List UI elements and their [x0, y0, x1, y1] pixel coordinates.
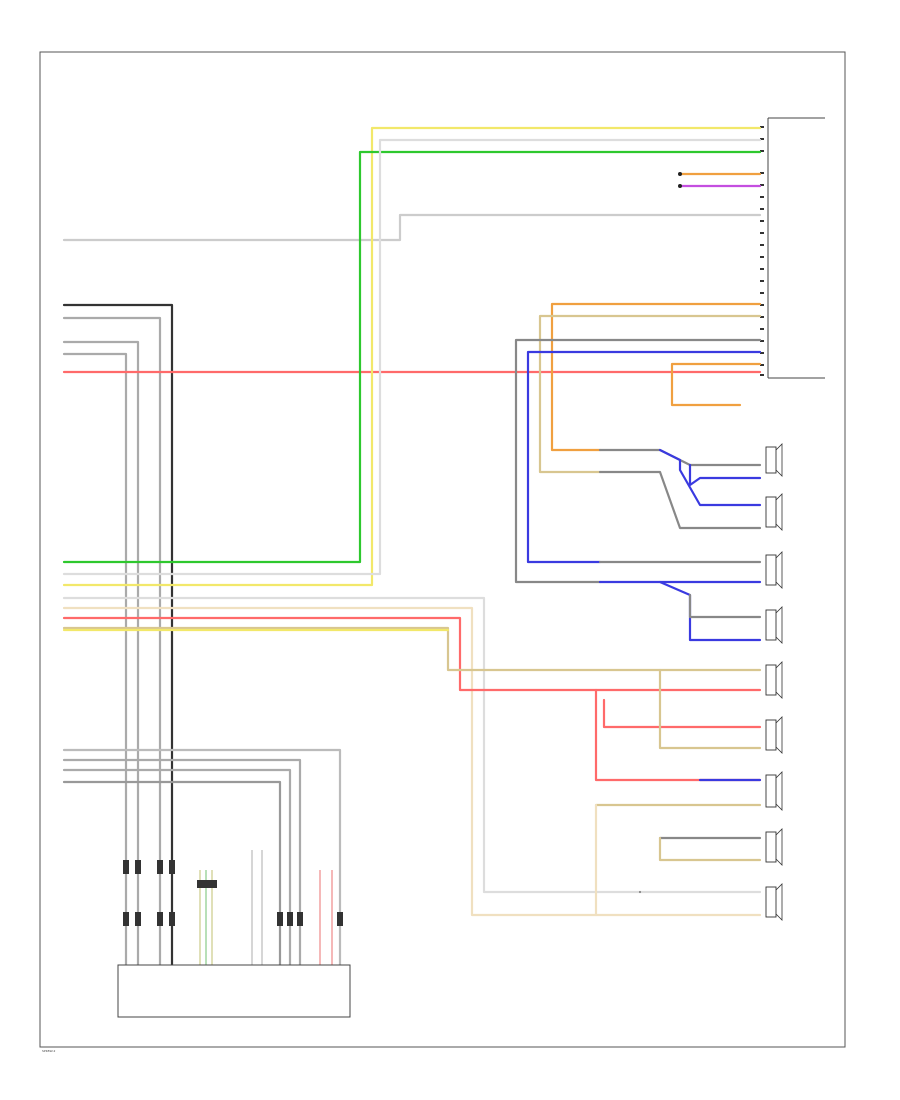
speaker-lr-tweeter	[765, 661, 783, 699]
speaker-rr-woofer	[765, 883, 783, 921]
speaker-lr-woofer	[765, 716, 783, 754]
speaker-lf-tweeter	[765, 443, 783, 477]
left-bundle	[62, 213, 762, 967]
front-speaker-feed	[514, 302, 762, 584]
speaker-group-3	[594, 668, 762, 807]
speaker-lf-woofer	[765, 493, 783, 531]
speakers	[765, 443, 783, 921]
orange-stub	[670, 362, 762, 407]
module-connector-marks	[123, 860, 343, 926]
speaker-group-4	[594, 803, 762, 917]
radio-connector-pins	[760, 126, 764, 376]
speaker-rr-tweeter	[765, 828, 783, 866]
speaker-subwoofer	[765, 771, 783, 811]
rear-speaker-feed	[62, 596, 762, 917]
speaker-group-2	[598, 560, 762, 642]
diagram-code: SPK8W-2	[42, 1049, 56, 1053]
speaker-rf-tweeter	[765, 551, 783, 589]
top-feed-wires	[62, 126, 762, 587]
top-right-small-wires	[678, 172, 762, 188]
speaker-group-1	[598, 448, 762, 530]
radio-connector	[760, 117, 825, 379]
diagram-frame	[39, 51, 846, 1048]
amplifier-module	[117, 964, 351, 1018]
speaker-rf-woofer	[765, 606, 783, 644]
module-feed-wires	[62, 748, 342, 967]
